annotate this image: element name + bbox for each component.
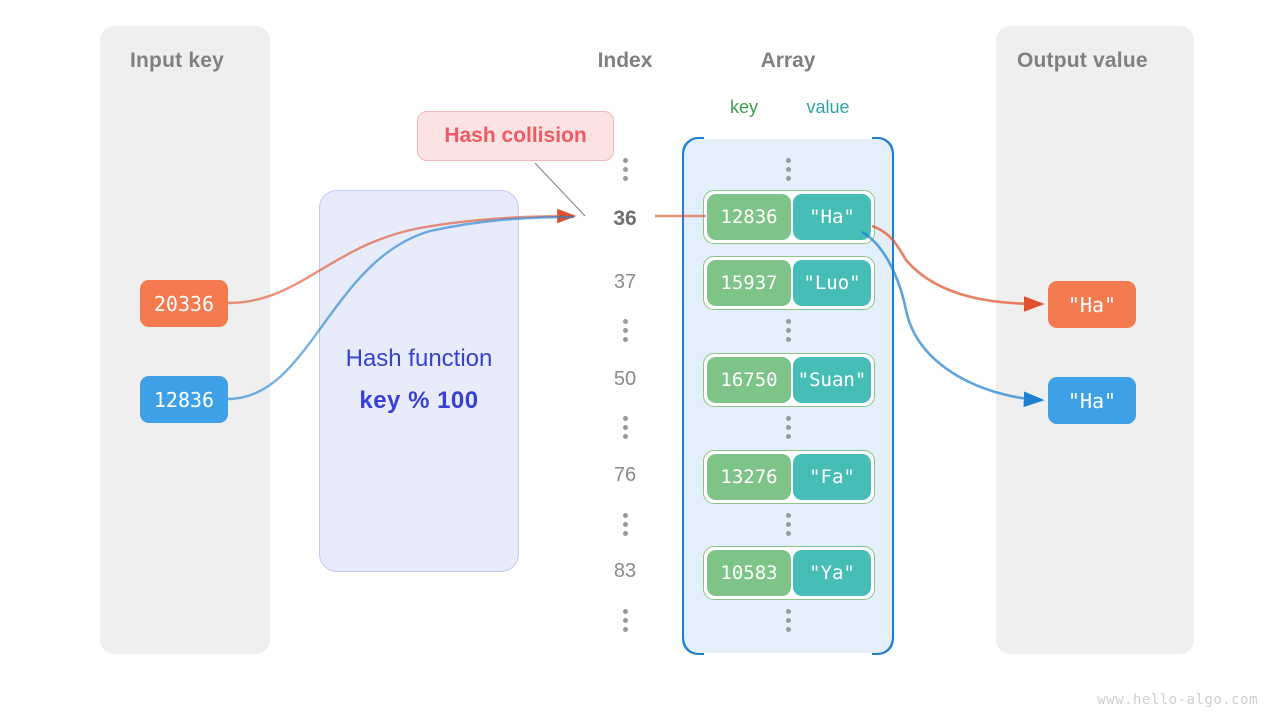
array-ellipsis-top [758, 158, 818, 181]
index-label-50: 50 [613, 368, 637, 390]
input-key-chip-20336[interactable]: 20336 [140, 280, 228, 327]
bucket-value-83: "Ya" [793, 550, 871, 596]
input-key-chip-12836[interactable]: 12836 [140, 376, 228, 423]
bucket-key-76: 13276 [707, 454, 791, 500]
input-key-panel [100, 26, 270, 654]
hash-collision-callout: Hash collision [417, 111, 614, 161]
index-label-76: 76 [613, 464, 637, 486]
array-ellipsis-4 [758, 513, 818, 536]
output-value-chip-top[interactable]: "Ha" [1048, 281, 1136, 328]
output-value-chip-bottom[interactable]: "Ha" [1048, 377, 1136, 424]
bucket-value-36: "Ha" [793, 194, 871, 240]
array-corner-bottom-left [681, 639, 704, 656]
hash-function-title: Hash function [345, 345, 493, 372]
bucket-row-83[interactable]: 10583 "Ya" [703, 546, 875, 600]
bucket-row-50[interactable]: 16750 "Suan" [703, 353, 875, 407]
array-ellipsis-3 [758, 416, 818, 439]
index-ellipsis-2 [595, 319, 655, 342]
value-sub-header: value [806, 97, 850, 117]
array-column-header: Array [760, 49, 816, 72]
output-value-panel-title: Output value [1017, 49, 1148, 72]
array-corner-bottom-right [872, 639, 895, 656]
hash-function-formula: key % 100 [359, 387, 479, 414]
index-label-36: 36 [613, 207, 637, 230]
bucket-value-50: "Suan" [793, 357, 871, 403]
bucket-value-76: "Fa" [793, 454, 871, 500]
index-ellipsis-bottom [595, 609, 655, 632]
bucket-key-50: 16750 [707, 357, 791, 403]
array-ellipsis-bottom [758, 609, 818, 632]
index-ellipsis-top [595, 158, 655, 181]
index-column-header: Index [597, 49, 653, 72]
index-ellipsis-4 [595, 513, 655, 536]
index-ellipsis-3 [595, 416, 655, 439]
bucket-key-37: 15937 [707, 260, 791, 306]
key-sub-header: key [729, 97, 758, 117]
array-ellipsis-2 [758, 319, 818, 342]
array-corner-top-right [872, 136, 895, 153]
bucket-row-37[interactable]: 15937 "Luo" [703, 256, 875, 310]
array-corner-top-left [681, 136, 704, 153]
callout-leader-line [534, 162, 586, 217]
index-label-37: 37 [613, 271, 637, 293]
bucket-row-76[interactable]: 13276 "Fa" [703, 450, 875, 504]
bucket-key-36: 12836 [707, 194, 791, 240]
bucket-key-83: 10583 [707, 550, 791, 596]
watermark: www.hello-algo.com [1097, 692, 1258, 708]
input-key-panel-title: Input key [130, 49, 224, 72]
bucket-row-36[interactable]: 12836 "Ha" [703, 190, 875, 244]
bucket-value-37: "Luo" [793, 260, 871, 306]
index-label-83: 83 [613, 560, 637, 582]
output-value-panel [996, 26, 1194, 654]
hash-function-box: Hash function key % 100 [319, 190, 519, 572]
